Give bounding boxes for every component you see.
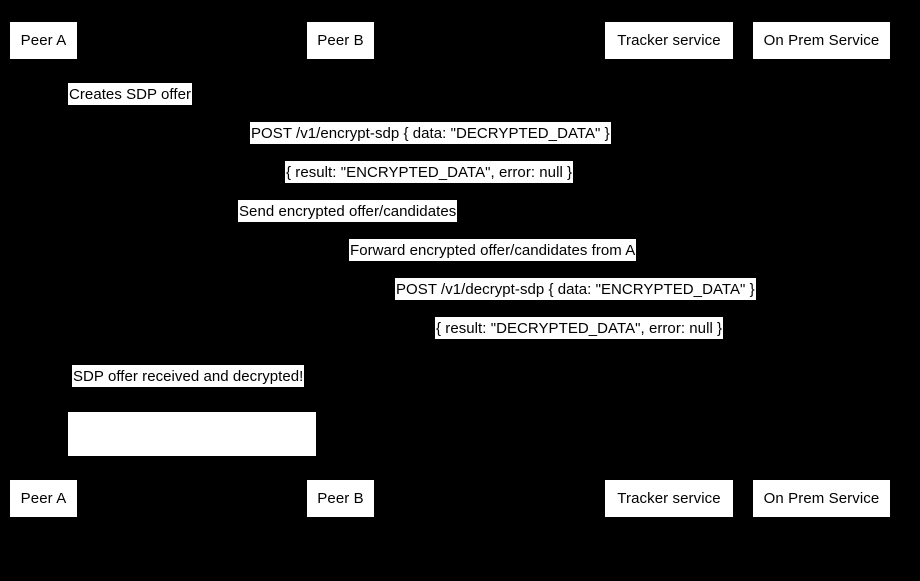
message-creates-sdp-offer: Creates SDP offer (68, 83, 193, 105)
lifeline-on-prem-service (821, 58, 822, 480)
message-encrypt-sdp-result: { result: "ENCRYPTED_DATA", error: null … (285, 161, 574, 183)
message-send-encrypted-offer: Send encrypted offer/candidates (238, 200, 458, 222)
participant-on-prem-service-top[interactable]: On Prem Service (753, 22, 890, 59)
lifeline-peer-a (43, 58, 44, 480)
message-create-sdp-answer: Create SDP answer and send to An using t… (68, 412, 316, 537)
message-create-sdp-answer-line-1: Create SDP answer and send to An (72, 457, 312, 474)
message-decrypt-sdp-result: { result: "DECRYPTED_DATA", error: null … (435, 317, 724, 339)
message-forward-encrypted-offer: Forward encrypted offer/candidates from … (349, 239, 637, 261)
participant-on-prem-service-bottom[interactable]: On Prem Service (753, 480, 890, 517)
message-create-sdp-answer-line-2: using the same mechanism (100, 520, 284, 537)
sequence-diagram-canvas: Peer A Peer B Tracker service On Prem Se… (10, 22, 890, 537)
message-post-encrypt-sdp: POST /v1/encrypt-sdp { data: "DECRYPTED_… (250, 122, 611, 144)
message-sdp-offer-received: SDP offer received and decrypted! (72, 365, 305, 387)
participant-tracker-service-top[interactable]: Tracker service (605, 22, 733, 59)
participant-peer-b-top[interactable]: Peer B (307, 22, 374, 59)
participant-peer-a-top[interactable]: Peer A (10, 22, 77, 59)
participant-peer-a-bottom[interactable]: Peer A (10, 480, 77, 517)
participant-tracker-service-bottom[interactable]: Tracker service (605, 480, 733, 517)
lifeline-peer-b (340, 58, 341, 480)
message-post-decrypt-sdp: POST /v1/decrypt-sdp { data: "ENCRYPTED_… (395, 278, 756, 300)
lifeline-tracker-service (668, 58, 669, 480)
participant-peer-b-bottom[interactable]: Peer B (307, 480, 374, 517)
